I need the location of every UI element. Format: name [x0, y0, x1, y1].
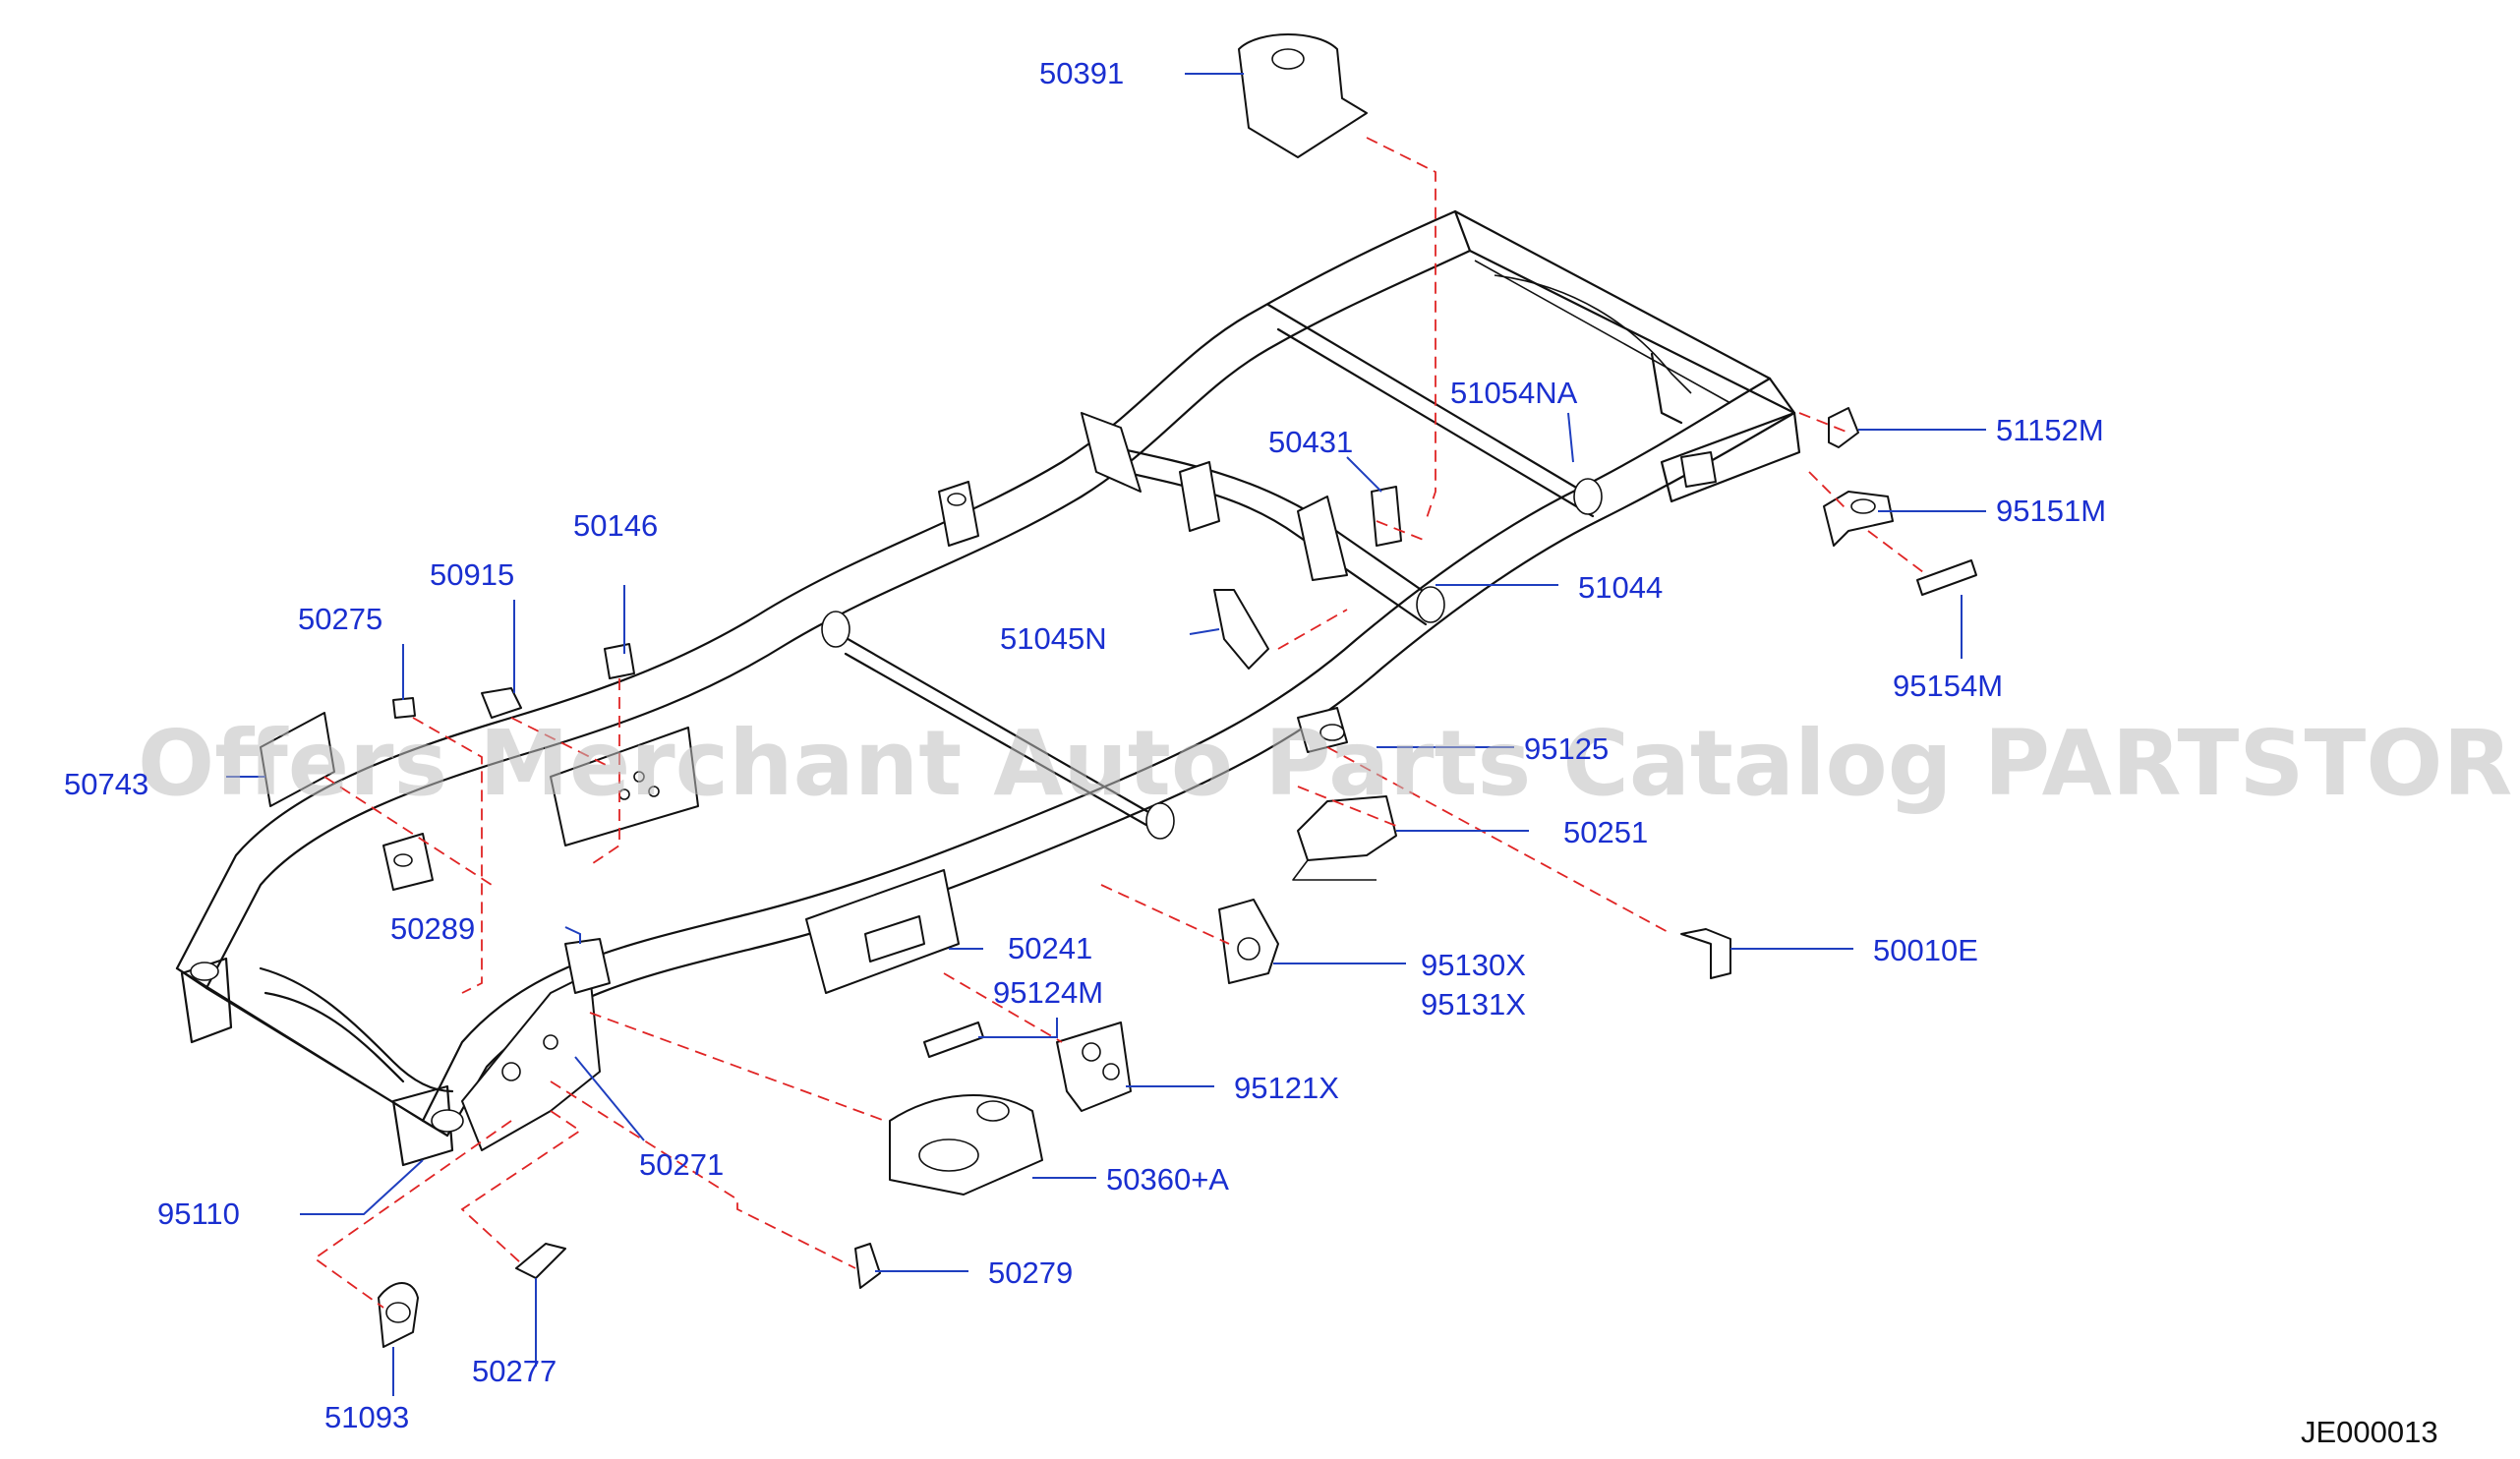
leader-lines	[226, 73, 1986, 1396]
callout-50241: 50241	[1008, 931, 1092, 965]
callout-95124M: 95124M	[993, 975, 1103, 1010]
callout-51045N: 51045N	[1000, 621, 1107, 656]
callout-50251: 50251	[1563, 815, 1648, 849]
loose-parts	[260, 33, 1977, 1348]
callout-95130X: 95130X	[1421, 948, 1526, 982]
callout-labels: 50391 51054NA 51152M 50431 95151M 50146 …	[64, 56, 2106, 1434]
callout-51093: 51093	[324, 1400, 409, 1434]
callout-50289: 50289	[390, 911, 475, 946]
callout-95125: 95125	[1524, 731, 1609, 766]
callout-50277: 50277	[472, 1354, 557, 1388]
watermark-text: Offers Merchant Auto Parts Catalog PARTS…	[138, 711, 2520, 816]
callout-50271: 50271	[639, 1147, 724, 1182]
callout-95151M: 95151M	[1996, 494, 2106, 528]
callout-51152M: 51152M	[1996, 413, 2104, 447]
callout-50743: 50743	[64, 767, 148, 801]
callout-50360A: 50360+A	[1106, 1162, 1229, 1196]
callout-95110: 95110	[157, 1196, 240, 1231]
callout-95131X: 95131X	[1421, 987, 1526, 1021]
callout-51044: 51044	[1578, 570, 1663, 605]
diagram-code: JE000013	[2301, 1415, 2438, 1449]
reference-lines	[313, 137, 1928, 1309]
callout-50146: 50146	[573, 508, 658, 543]
callout-50915: 50915	[430, 557, 514, 592]
callout-50391: 50391	[1039, 56, 1124, 90]
callout-50275: 50275	[298, 602, 382, 636]
callout-50010E: 50010E	[1873, 933, 1978, 967]
callout-50279: 50279	[988, 1255, 1073, 1290]
callout-95154M: 95154M	[1893, 669, 2003, 703]
callout-50431: 50431	[1268, 425, 1353, 459]
chassis-frame	[175, 209, 1801, 1167]
callout-51054NA: 51054NA	[1450, 376, 1578, 410]
callout-95121X: 95121X	[1234, 1071, 1339, 1105]
